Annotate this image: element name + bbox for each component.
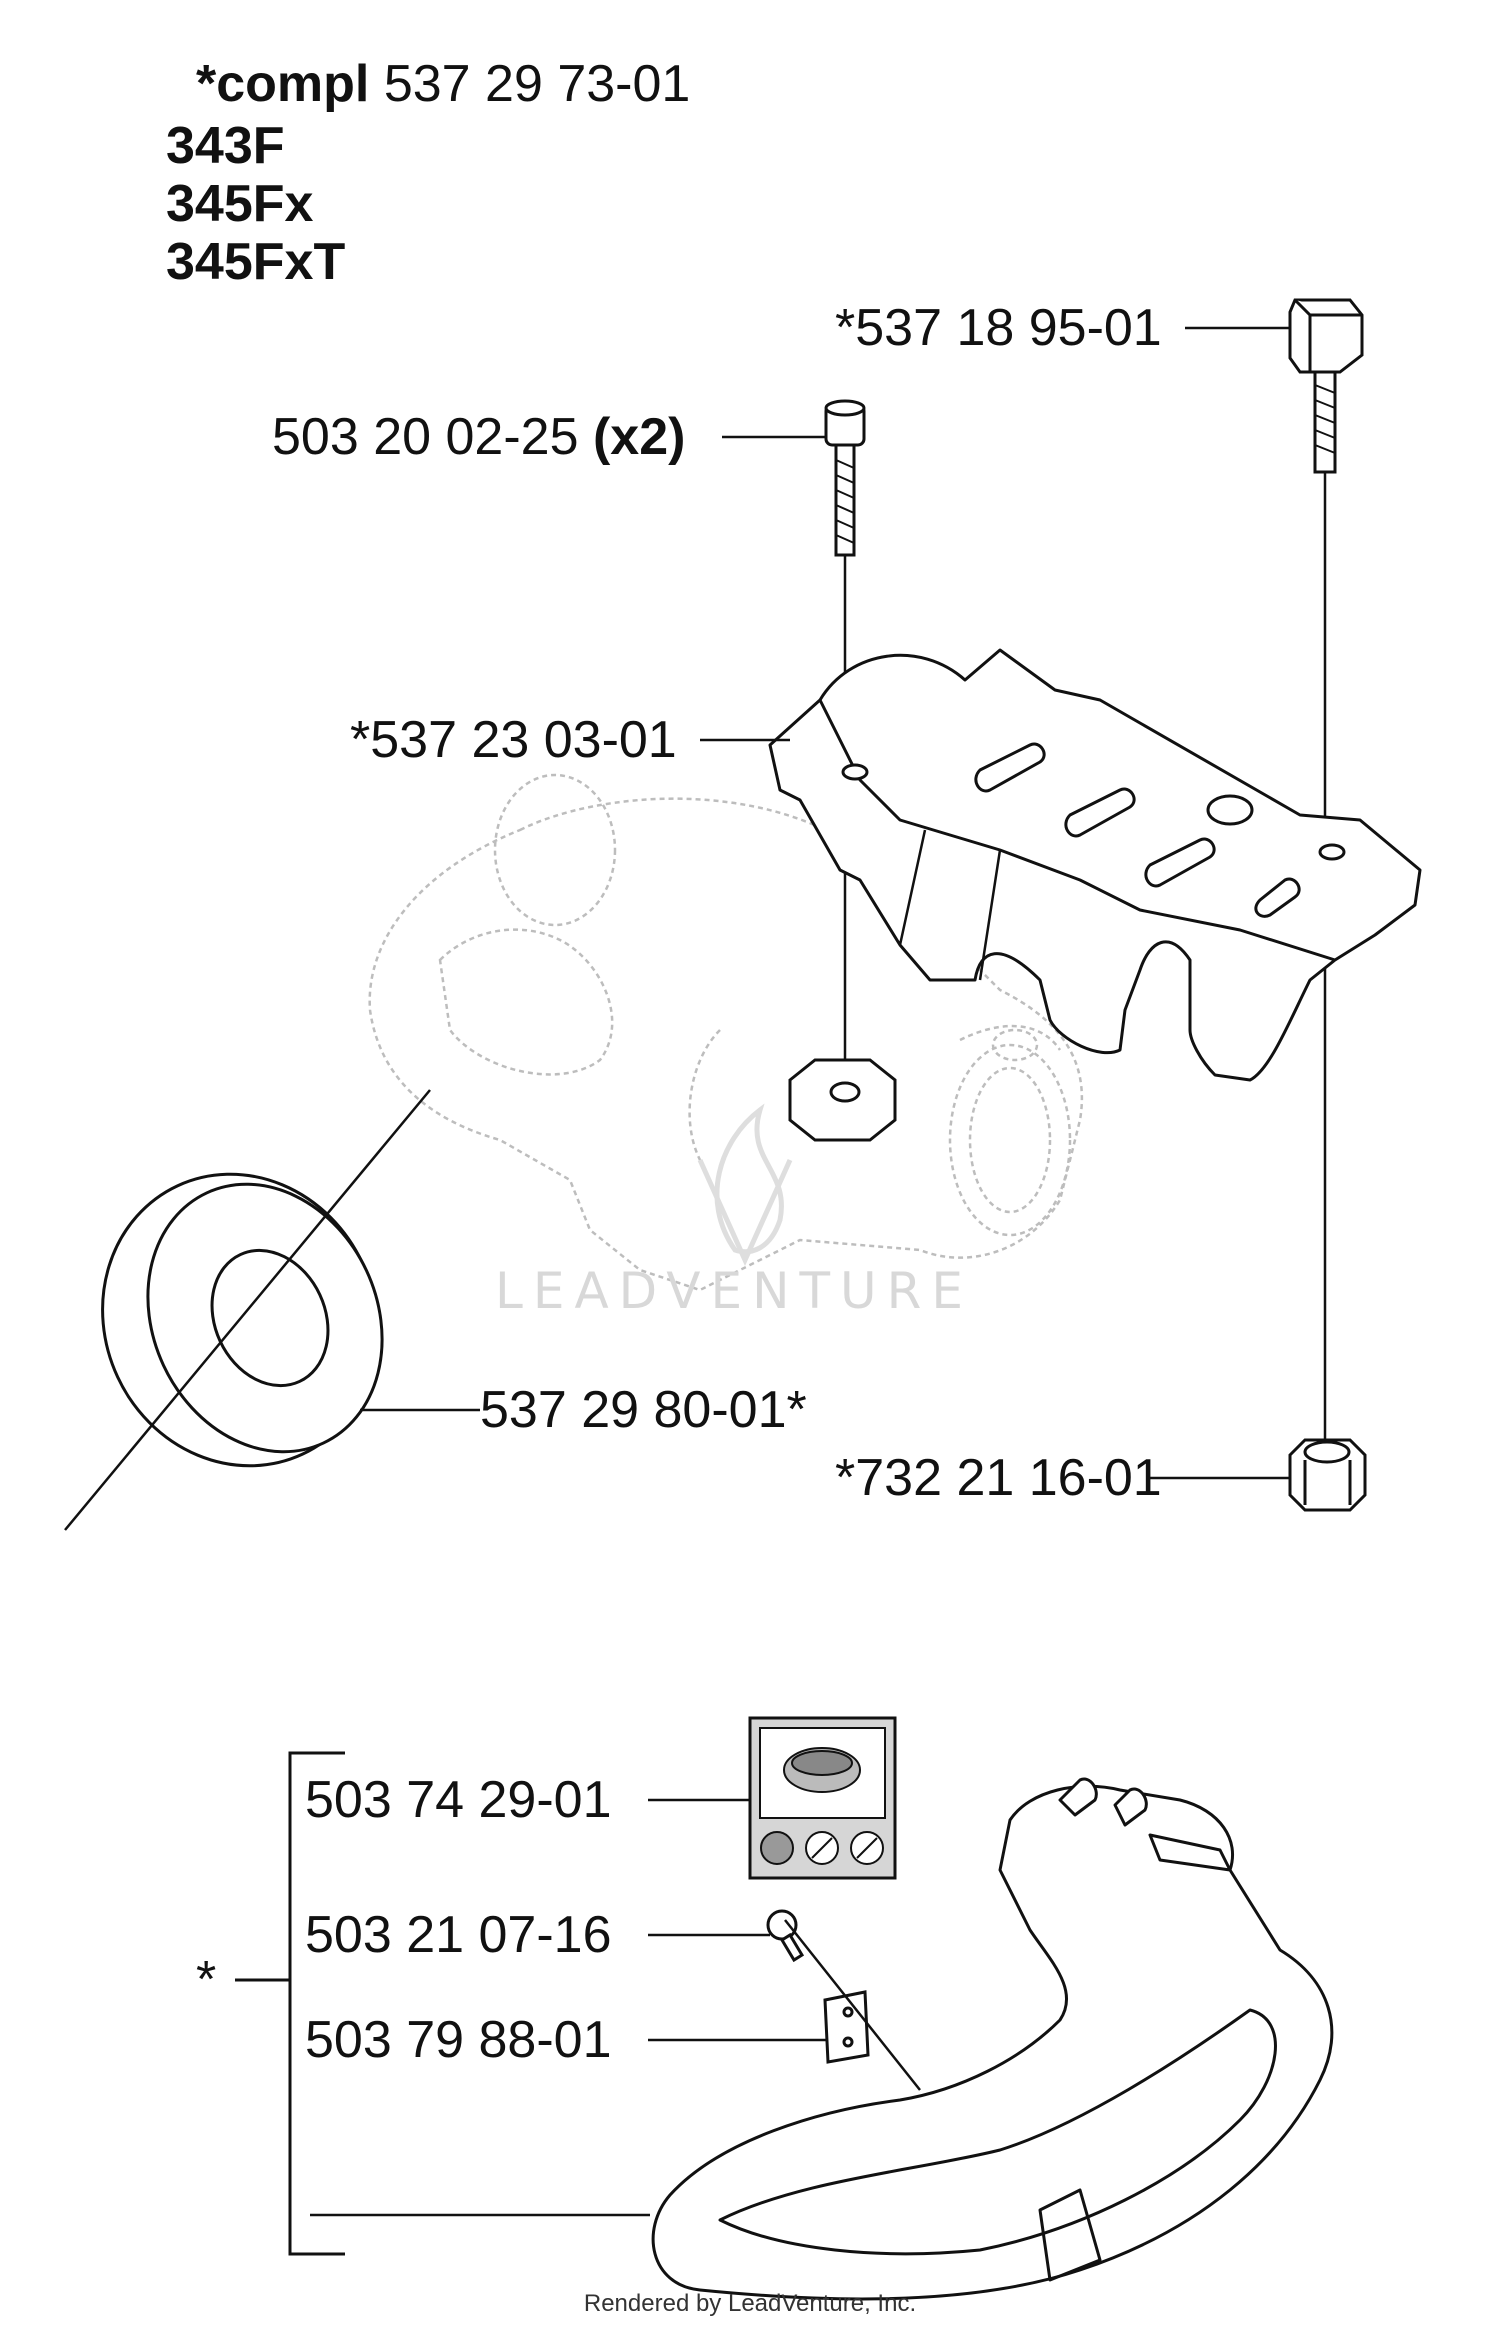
watermark-text: LEADVENTURE — [495, 1262, 973, 1320]
callout-mount-plate: 503 79 88-01 — [305, 2011, 612, 2069]
cap-screw-icon — [824, 399, 866, 557]
callout-cap-screw-number: 503 20 02-25 — [272, 408, 579, 466]
callout-cap-screw-qty: (x2) — [592, 408, 686, 466]
callout-lock-nut: *732 21 16-01 — [835, 1449, 1162, 1507]
compl-prefix: *compl — [196, 55, 370, 113]
clamp-screw-icon — [1288, 298, 1364, 474]
model-345fx: 345Fx — [166, 175, 314, 233]
kit-marker: * — [196, 1951, 217, 2009]
upper-leader-lines — [360, 326, 1290, 1480]
cutting-guard-icon — [651, 1777, 1334, 2301]
warning-decal-icon — [748, 1716, 897, 1880]
callout-cap-screw: 503 20 02-25 (x2) — [272, 407, 685, 467]
callout-clamp-screw: *537 18 95-01 — [835, 299, 1162, 357]
guard-axis-line — [784, 1919, 921, 2091]
callout-shield-plate: *537 23 03-01 — [350, 711, 677, 769]
kit-bracket — [235, 1751, 345, 2256]
compl-number: 537 29 73-01 — [383, 55, 691, 113]
lock-nut-icon — [1288, 1438, 1367, 1512]
shield-plate-icon — [768, 648, 1422, 1082]
callout-small-screw: 503 21 07-16 — [305, 1906, 612, 1964]
complete-assembly-line: *compl 537 29 73-01 — [196, 55, 690, 113]
ghost-gear-housing — [368, 773, 1084, 1292]
small-screw-icon — [766, 1909, 805, 1963]
mount-plate-icon — [823, 1990, 870, 2064]
lower-leader-lines — [310, 1798, 828, 2217]
footer-credit: Rendered by LeadVenture, Inc. — [583, 2290, 917, 2317]
model-343f: 343F — [166, 117, 285, 175]
model-345fxt: 345FxT — [166, 233, 346, 291]
watermark-flame-icon — [697, 1103, 793, 1267]
callout-washer: 537 29 80-01* — [480, 1381, 807, 1439]
callout-warning-decal: 503 74 29-01 — [305, 1771, 612, 1829]
ghost-mount-boss-icon — [788, 1058, 897, 1142]
washer-axis-line — [64, 1089, 431, 1531]
washer-icon — [101, 1172, 384, 1468]
